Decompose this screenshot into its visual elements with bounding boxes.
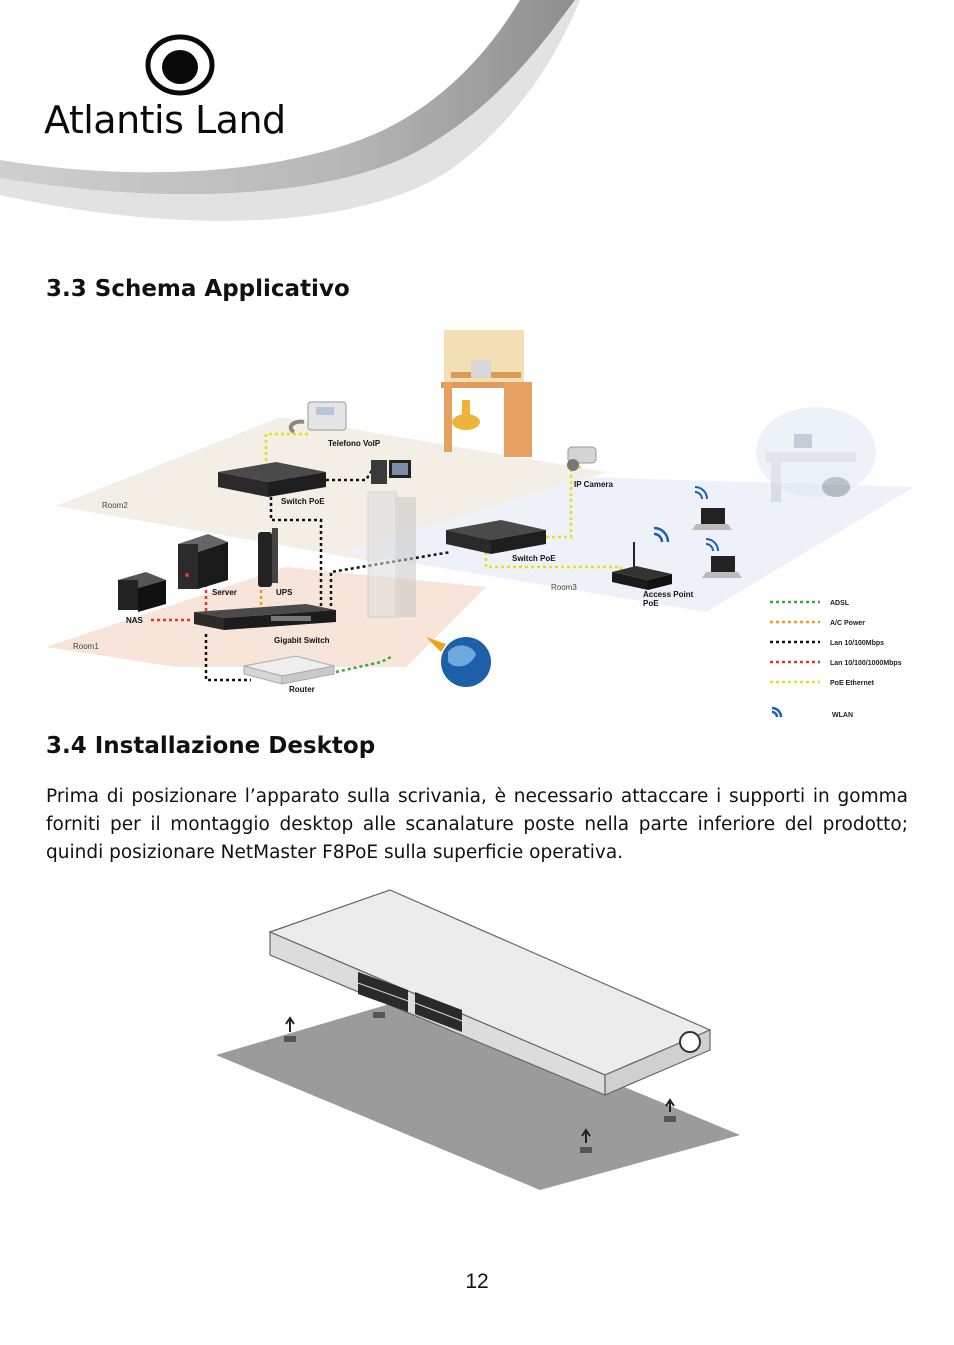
label-ip-camera: IP Camera (574, 480, 614, 489)
label-room2: Room2 (102, 501, 128, 510)
laptop-1 (692, 508, 732, 530)
router-device: Router (243, 655, 335, 694)
switch-poe-1-device: Switch PoE (218, 462, 326, 506)
telefono-voip-device: Telefono VoIP (288, 401, 381, 448)
label-gigabit-switch: Gigabit Switch (274, 636, 330, 645)
label-nas: NAS (126, 616, 144, 625)
rubber-foot (284, 1016, 296, 1042)
label-access-point-poe: PoE (643, 599, 659, 608)
poe-link-voip (264, 432, 308, 467)
office-desk-room3 (756, 407, 876, 502)
switch-poe-2-device: Switch PoE (446, 520, 556, 563)
label-switch-poe-2: Switch PoE (512, 554, 556, 563)
label-ups: UPS (276, 588, 293, 597)
rubber-foot (373, 1012, 385, 1018)
rubber-foot (664, 1098, 676, 1122)
pc-workstation (371, 460, 411, 484)
legend-label: PoE Ethernet (830, 680, 875, 687)
ups-device: UPS (258, 528, 293, 597)
office-desk-illustration (441, 330, 532, 457)
label-access-point: Access Point (643, 590, 694, 599)
poe-link-camera (546, 465, 581, 539)
atlantis-land-logo: Atlantis Land (44, 30, 314, 142)
ip-camera-device: IP Camera (567, 446, 614, 489)
label-server: Server (212, 588, 237, 597)
legend-label: Lan 10/100Mbps (830, 640, 884, 647)
access-point-device: Access Point PoE (612, 542, 694, 608)
wlan-signal-icons (653, 486, 719, 552)
logo-text: Atlantis Land (44, 98, 286, 142)
port-dividers (357, 982, 463, 1022)
laptop-2 (702, 556, 742, 578)
legend-wlan-icon (771, 706, 783, 718)
section-title-desktop: 3.4 Installazione Desktop (46, 733, 376, 759)
label-room3: Room3 (551, 583, 577, 592)
legend-label: A/C Power (830, 620, 865, 627)
header-swoosh (0, 0, 580, 221)
power-socket-icon (679, 1031, 701, 1053)
label-router: Router (289, 685, 315, 694)
nas-device: NAS (118, 572, 166, 625)
legend-label: ADSL (830, 600, 850, 607)
legend-label: WLAN (832, 712, 853, 718)
desk-surface (216, 998, 740, 1190)
label-room1: Room1 (73, 642, 99, 651)
lan-link-switch1-gigabit (269, 497, 323, 612)
logo-ring-icon (145, 34, 215, 96)
server-rack (367, 491, 416, 618)
legend-label: Lan 10/100/1000Mbps (830, 660, 902, 667)
page-number: 12 (465, 1270, 489, 1293)
switch-desktop-illustration (216, 889, 740, 1190)
label-telefono-voip: Telefono VoIP (328, 439, 381, 448)
desktop-install-paragraph: Prima di posizionare l’apparato sulla sc… (46, 786, 908, 863)
rubber-foot (580, 1128, 592, 1153)
room3-floor (346, 477, 914, 612)
gigabit-switch-device: Gigabit Switch (194, 604, 336, 645)
server-device: Server (178, 534, 237, 597)
network-diagram: Telefono VoIP Switch PoE IP Camera Switc… (46, 330, 914, 718)
label-switch-poe-1: Switch PoE (281, 497, 325, 506)
internet-globe-icon (426, 637, 491, 687)
section-title-schema: 3.3 Schema Applicativo (46, 276, 350, 302)
